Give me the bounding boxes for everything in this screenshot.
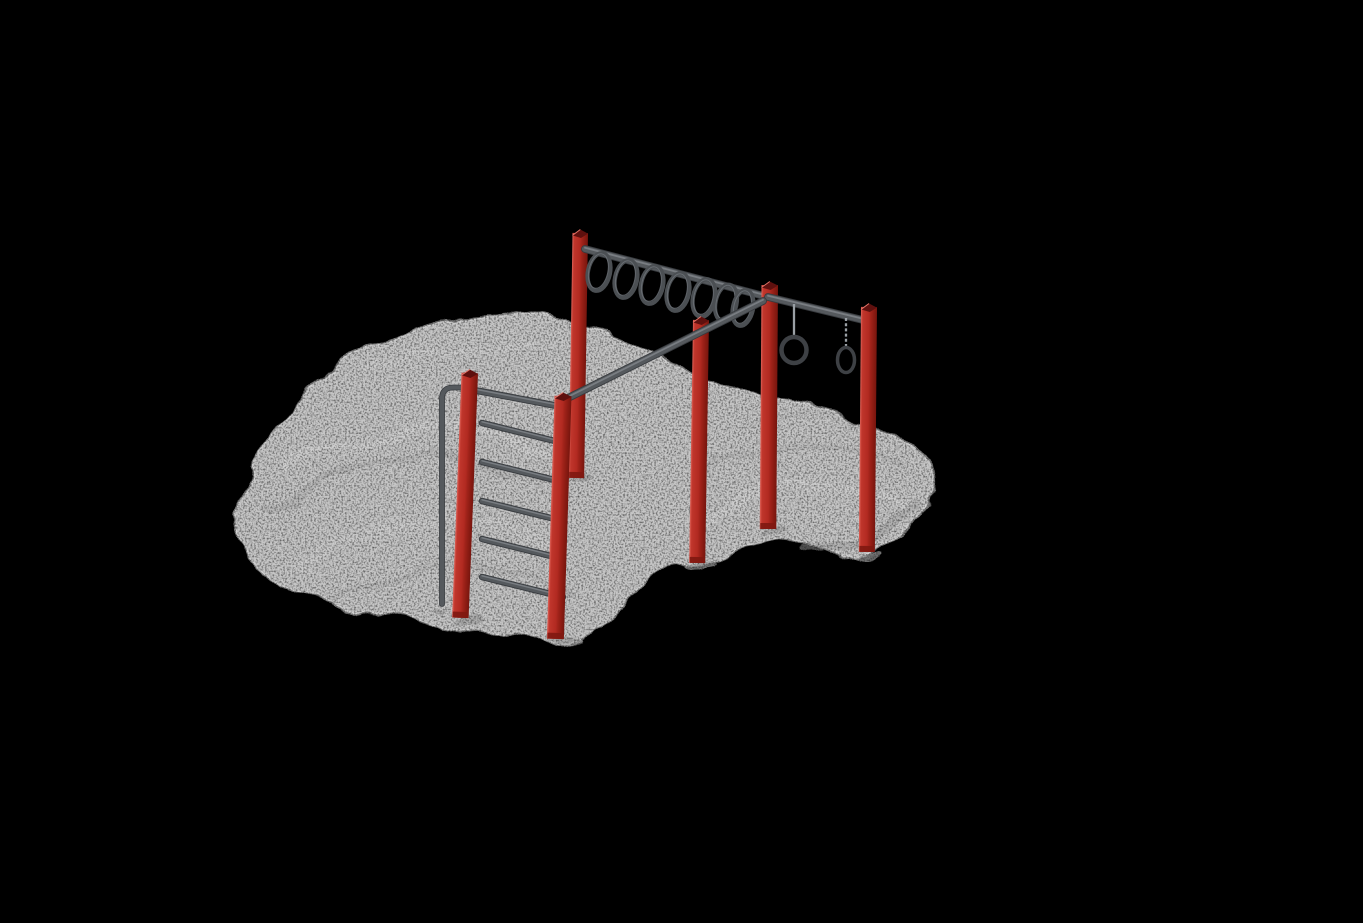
traverse-ring-3-highlight bbox=[640, 266, 662, 302]
traverse-ring-5-highlight bbox=[692, 279, 714, 315]
ground-edge-highlight bbox=[238, 312, 934, 647]
scene-root bbox=[238, 229, 934, 647]
traverse-ring-2-highlight bbox=[614, 260, 636, 296]
ground-swirl-5 bbox=[357, 344, 543, 373]
ground-pipe-core bbox=[439, 385, 471, 607]
ground-patch bbox=[238, 312, 934, 647]
ladder-post-right-body bbox=[546, 395, 572, 640]
post-traverse-start-cap-highlight bbox=[572, 229, 581, 236]
ladder-rung-4-highlight bbox=[481, 537, 564, 559]
ladder-rung-3-highlight bbox=[481, 499, 564, 521]
ladder-top-rail-core bbox=[465, 386, 566, 410]
traverse-ring-2 bbox=[612, 258, 640, 300]
post-traverse-end bbox=[759, 281, 778, 530]
post-traverse-end-body bbox=[759, 284, 778, 530]
ladder-rung-2-highlight bbox=[481, 460, 564, 482]
ladder-rung-2 bbox=[478, 458, 567, 486]
ladder-rung-1-highlight bbox=[481, 421, 564, 443]
ladder-top-rail bbox=[464, 385, 567, 411]
post-gym-rings-end-foot bbox=[859, 545, 875, 553]
ladder-post-left-cap-highlight bbox=[461, 369, 471, 376]
inclined-rail bbox=[556, 297, 767, 406]
post-traverse-start-foot bbox=[569, 471, 584, 479]
ladder-rung-3 bbox=[478, 497, 567, 525]
gymnastic-ring-1 bbox=[779, 334, 809, 366]
post-middle-foot bbox=[689, 556, 705, 564]
post-middle-body bbox=[689, 319, 709, 564]
gym-rings-bar-highlight bbox=[767, 294, 868, 321]
post-middle-cap-highlight bbox=[692, 316, 702, 323]
ground-swirl-2 bbox=[266, 456, 569, 509]
ladder-post-left-body bbox=[452, 372, 478, 619]
ladder-rung-3-core bbox=[479, 498, 566, 524]
post-traverse-start-body bbox=[568, 232, 588, 479]
traverse-ring-3-tube bbox=[638, 264, 666, 306]
traverse-ring-3 bbox=[638, 264, 666, 306]
post-traverse-end-cap-highlight bbox=[761, 281, 771, 288]
traverse-ring-4 bbox=[664, 271, 692, 313]
post-middle-cap bbox=[692, 316, 709, 326]
traverse-ring-1 bbox=[585, 251, 613, 293]
ladder-rung-1 bbox=[478, 419, 567, 447]
post-traverse-start-cap bbox=[572, 229, 588, 239]
gymnastic-ring-2 bbox=[835, 345, 857, 375]
ladder-post-left-cap bbox=[461, 369, 478, 379]
traverse-ring-1-highlight bbox=[587, 253, 609, 289]
ground-swirl-1 bbox=[285, 423, 560, 475]
traverse-ring-1-tube bbox=[585, 251, 613, 293]
traverse-ring-2-tube bbox=[612, 258, 640, 300]
traverse-ring-4-tube bbox=[664, 271, 692, 313]
ladder-post-left bbox=[452, 369, 478, 619]
post-middle bbox=[689, 316, 709, 564]
ladder-post-left-foot bbox=[452, 611, 469, 619]
post-gym-rings-end bbox=[858, 303, 877, 553]
post-gym-rings-end-cap bbox=[860, 303, 877, 313]
ladder-rung-2-core bbox=[479, 459, 566, 485]
ladder-post-right bbox=[546, 392, 572, 640]
ground-swirl-7 bbox=[686, 481, 909, 524]
ladder-rung-1-core bbox=[479, 420, 566, 446]
ladder-post-right-cap bbox=[554, 392, 572, 402]
ground-pipe bbox=[439, 384, 471, 607]
post-gym-rings-end-body bbox=[858, 306, 877, 553]
ladder-top-rail-highlight bbox=[467, 387, 564, 407]
gym-rings-bar-core bbox=[765, 294, 870, 324]
inclined-rail-core bbox=[557, 298, 766, 405]
post-traverse-end-cap bbox=[761, 281, 778, 291]
ladder-post-right-cap-highlight bbox=[554, 392, 564, 399]
post-gym-rings-end-cap-highlight bbox=[860, 303, 870, 310]
post-traverse-end-foot bbox=[760, 522, 776, 530]
inclined-rail-highlight bbox=[559, 298, 764, 402]
ladder-post-right-foot bbox=[547, 632, 564, 640]
post-traverse-start bbox=[568, 229, 588, 479]
gym-rings-bar bbox=[764, 293, 871, 325]
traverse-ring-4-highlight bbox=[666, 273, 688, 309]
